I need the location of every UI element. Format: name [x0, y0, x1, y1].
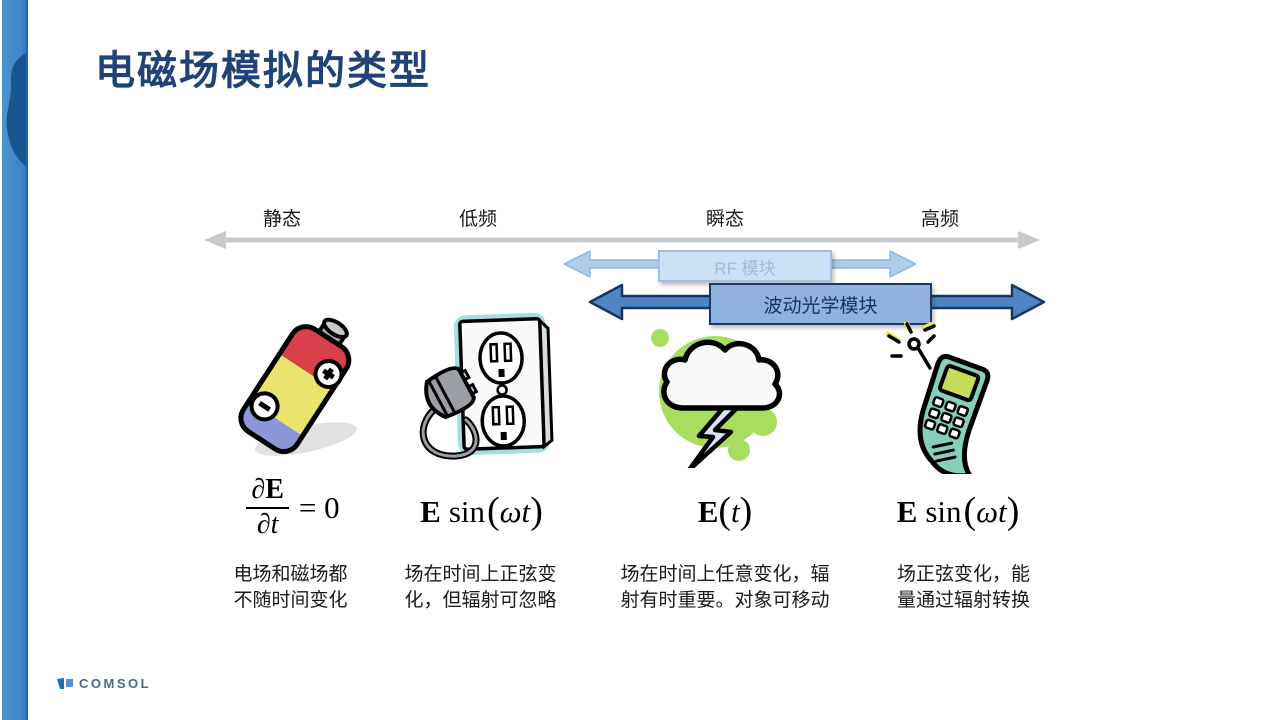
- plug-outlet-icon: [406, 308, 558, 466]
- wave-optics-module-box: 波动光学模块: [709, 283, 932, 325]
- description-high-frequency: 场正弦变化，能 量通过辐射转换: [896, 564, 1030, 611]
- comsol-logo: COMSOL: [57, 676, 151, 691]
- formula-transient: E(t): [697, 490, 753, 532]
- fraction: ∂E ∂t: [246, 474, 289, 541]
- storm-cloud-icon: [643, 320, 795, 468]
- axis-label-high-frequency: 高频: [920, 209, 959, 230]
- spectrum-arrow: [204, 231, 1040, 249]
- page-title: 电磁场模拟的类型: [95, 49, 431, 93]
- formula-static: ∂E ∂t = 0: [198, 468, 388, 548]
- comsol-logo-text: COMSOL: [79, 676, 152, 691]
- battery-icon: [220, 313, 372, 465]
- description-transient: 场在时间上任意变化，辐 射有时重要。对象可移动: [620, 564, 830, 611]
- rf-module-label: RF 模块: [714, 258, 776, 278]
- slide-accent-bar: [2, 0, 28, 720]
- axis-label-static: 静态: [262, 209, 301, 230]
- wave-optics-module-label: 波动光学模块: [763, 295, 878, 317]
- accent-bar-graphic: [2, 0, 28, 720]
- rf-module-box: RF 模块: [658, 250, 832, 282]
- mobile-phone-icon: [868, 322, 1016, 474]
- description-low-frequency: 场在时间上正弦变 化，但辐射可忽略: [404, 564, 557, 611]
- description-static: 电场和磁场都 不随时间变化: [233, 564, 348, 611]
- comsol-logo-mark: [57, 677, 73, 689]
- axis-label-low-frequency: 低频: [458, 209, 497, 230]
- frequency-axis-arrows: [204, 231, 1046, 321]
- axis-label-transient: 瞬态: [705, 209, 744, 230]
